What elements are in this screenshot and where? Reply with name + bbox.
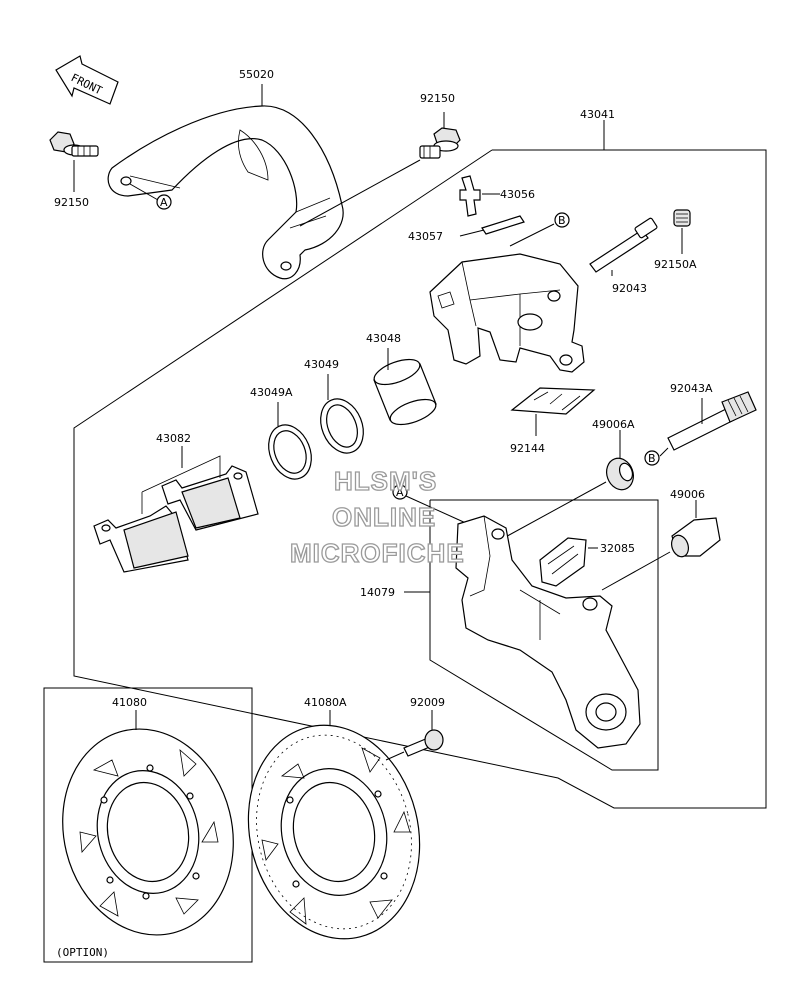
callout-b-pin-label: B xyxy=(648,452,656,465)
leader-callout-a-bracket xyxy=(129,183,159,201)
leader-callout-a-holder xyxy=(405,495,469,525)
label-41080a: 41080A xyxy=(304,696,347,709)
brake-disc-part xyxy=(62,728,234,936)
leader-bolt-top-to-bracket xyxy=(299,159,421,227)
label-92150a: 92150A xyxy=(654,258,697,271)
label-92150-top: 92150 xyxy=(420,92,455,105)
caliper-pin-a-part xyxy=(667,391,757,451)
label-43057: 43057 xyxy=(408,230,443,243)
caliper-pin-part xyxy=(589,217,658,273)
boot-part xyxy=(670,517,721,558)
plug-part xyxy=(673,209,691,227)
callout-b-pin-circle xyxy=(644,450,660,466)
label-49006: 49006 xyxy=(670,488,705,501)
caliper-holder-part xyxy=(455,515,641,749)
caliper-body-part xyxy=(429,253,585,373)
label-92150-left: 92150 xyxy=(54,196,89,209)
label-92043a: 92043A xyxy=(670,382,713,395)
label-92144: 92144 xyxy=(510,442,545,455)
flange-bolt-top-part xyxy=(419,127,461,159)
label-14079: 14079 xyxy=(360,586,395,599)
leader-43057 xyxy=(459,229,485,237)
callout-a-holder-circle xyxy=(392,484,408,500)
watermark-line-1: HLSM'S xyxy=(334,466,437,496)
leader-callout-b-caliper xyxy=(509,223,555,247)
label-43056: 43056 xyxy=(500,188,535,201)
leader-boot-holder xyxy=(601,551,671,591)
caliper-assembly-outline xyxy=(73,149,767,809)
callout-a-holder-label: A xyxy=(396,486,404,499)
piston-part xyxy=(373,358,437,426)
label-41080: 41080 xyxy=(112,696,147,709)
bracket-guard-part xyxy=(107,105,344,280)
piston-seal-part xyxy=(320,398,364,454)
label-49006a: 49006A xyxy=(592,418,635,431)
boot-a-part xyxy=(606,457,634,491)
callout-b-circle xyxy=(554,212,570,228)
label-43048: 43048 xyxy=(366,332,401,345)
brake-pad-assembly-part xyxy=(93,455,259,573)
label-92009: 92009 xyxy=(410,696,445,709)
option-note: (OPTION) xyxy=(56,946,109,959)
label-55020: 55020 xyxy=(239,68,274,81)
bleeder-cap-part xyxy=(481,215,525,235)
holder-group-outline xyxy=(429,499,659,771)
label-43082: 43082 xyxy=(156,432,191,445)
dust-seal-part xyxy=(268,424,312,480)
label-43049a: 43049A xyxy=(250,386,293,399)
leader-callout-b-pin xyxy=(659,447,669,457)
callout-a-circle xyxy=(156,194,172,210)
pad-spring-part xyxy=(510,387,596,415)
flange-bolt-left-part xyxy=(49,131,99,157)
brake-disc-a-part xyxy=(247,724,421,940)
bleeder-valve-part xyxy=(459,175,481,217)
leader-boot-a-holder xyxy=(499,481,607,541)
leader-bolt-to-disc xyxy=(385,751,405,761)
disc-bolt-part xyxy=(403,729,444,757)
holder-spring-part xyxy=(539,537,587,587)
label-32085: 32085 xyxy=(600,542,635,555)
front-direction-arrow-icon: FRONT xyxy=(55,55,119,105)
callout-b-label: B xyxy=(558,214,566,227)
callout-a-label: A xyxy=(160,196,168,209)
label-92043: 92043 xyxy=(612,282,647,295)
watermark-line-2: ONLINE xyxy=(332,502,436,532)
label-43049: 43049 xyxy=(304,358,339,371)
label-43041: 43041 xyxy=(580,108,615,121)
watermark-line-3: MICROFICHE xyxy=(290,538,465,568)
